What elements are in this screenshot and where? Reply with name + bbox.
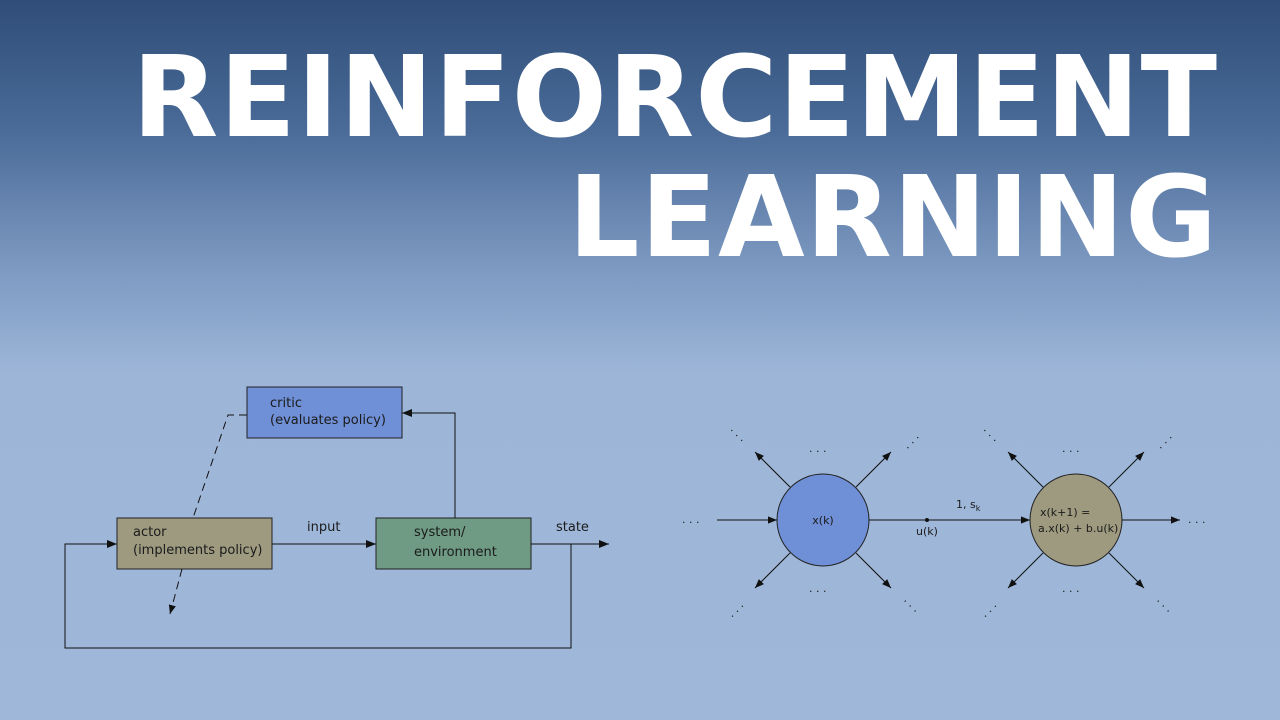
transition-dot — [925, 518, 929, 522]
node2-arrow-se — [1108, 552, 1145, 589]
title-line-1: REINFORCEMENT — [132, 33, 1218, 163]
node1-arrow-ne — [855, 451, 892, 488]
edge-label-uk: u(k) — [916, 525, 938, 538]
ellipsis-right: . . . — [1188, 513, 1205, 526]
ellipsis-n2-bottom: . . . — [1062, 582, 1079, 595]
state-loop-arrow — [64, 540, 572, 649]
ellipsis-n1-nw: . . . — [728, 423, 750, 445]
node2-arrow-nw — [1007, 451, 1044, 488]
critic-dashed-line — [192, 414, 247, 519]
node2-arrow-sw — [1007, 552, 1044, 589]
critic-box — [246, 386, 403, 439]
critic-dashed-arrow — [168, 568, 183, 615]
ellipsis-n2-ne: . . . — [1153, 430, 1175, 452]
state-label: state — [556, 520, 589, 535]
actor-critic-diagram: critic (evaluates policy) actor (impleme… — [64, 386, 609, 649]
node1-arrow-sw — [754, 552, 791, 589]
ellipsis-n2-top: . . . — [1062, 442, 1079, 455]
ellipsis-n2-nw: . . . — [981, 423, 1003, 445]
ellipsis-n2-sw: . . . — [978, 598, 1000, 620]
state-node-xk-label: x(k) — [812, 514, 833, 527]
ellipsis-n1-sw: . . . — [725, 598, 747, 620]
node1-arrow-nw — [754, 451, 791, 488]
ellipsis-n1-ne: . . . — [900, 430, 922, 452]
actor-box — [116, 517, 273, 570]
title-line-2: LEARNING — [568, 153, 1218, 283]
state-node-xk1-label: x(k+1) = — [1040, 506, 1090, 519]
ellipsis-n2-se: . . . — [1154, 593, 1176, 615]
input-label: input — [307, 520, 340, 535]
state-node-xk1-sublabel: a.x(k) + b.u(k) — [1038, 522, 1118, 535]
node2-arrow-ne — [1108, 451, 1145, 488]
state-transition-diagram: x(k) x(k+1) = a.x(k) + b.u(k) u(k) 1, sk… — [682, 423, 1205, 620]
actor-label: actor — [133, 525, 167, 540]
state-node-xk1 — [1029, 473, 1123, 567]
system-box — [375, 517, 532, 570]
transition-label: 1, sk — [956, 498, 981, 513]
ellipsis-left: . . . — [682, 513, 699, 526]
critic-feedback-arrow — [402, 409, 456, 518]
ellipsis-n1-se: . . . — [901, 593, 923, 615]
critic-label: critic — [270, 396, 302, 411]
actor-sublabel: (implements policy) — [133, 543, 262, 558]
system-sublabel: environment — [414, 545, 497, 560]
ellipsis-n1-bottom: . . . — [809, 582, 826, 595]
ellipsis-n1-top: . . . — [809, 442, 826, 455]
system-label: system/ — [414, 525, 466, 540]
node1-arrow-se — [855, 552, 892, 589]
critic-sublabel: (evaluates policy) — [270, 413, 386, 428]
